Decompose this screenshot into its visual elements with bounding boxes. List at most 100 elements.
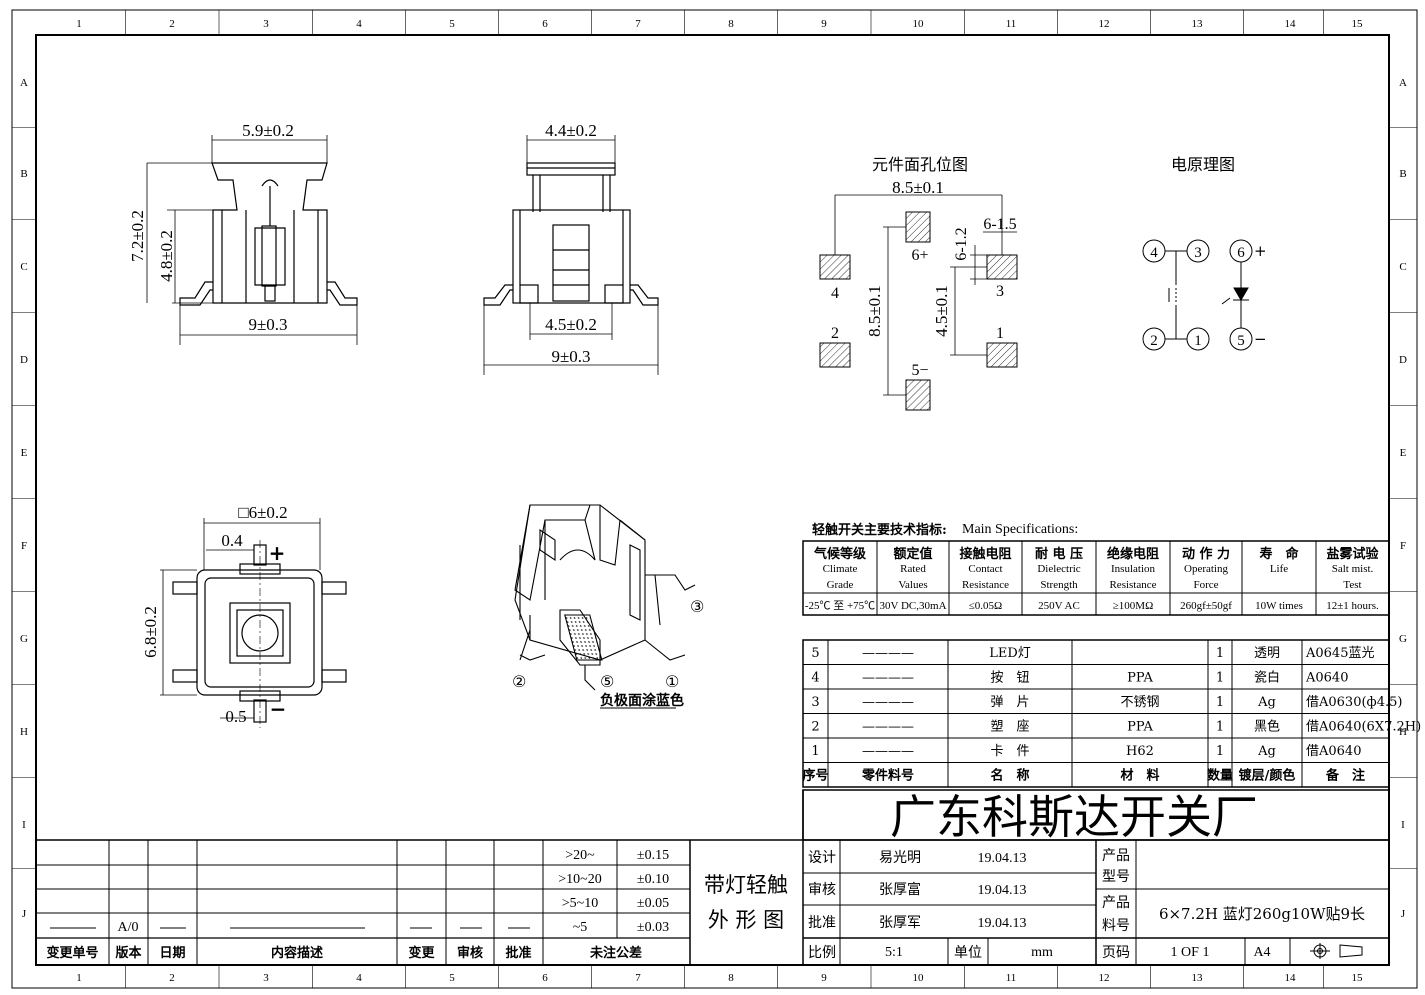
col-label: 4 <box>356 972 362 984</box>
top-height-dim: 6.8±0.2 <box>141 606 160 658</box>
bom-cell-plating: Ag <box>1257 695 1276 710</box>
bom-cell-qty: 1 <box>1216 671 1224 686</box>
circuit-plus: + <box>1254 242 1267 260</box>
top-pin-width2-dim: 0.5 <box>225 707 246 726</box>
bom-cell-qty: 1 <box>1216 744 1224 759</box>
pcb-pad-6: 6+ <box>911 247 928 264</box>
bom-cell-plating: 透明 <box>1254 646 1280 661</box>
col-label: 9 <box>821 18 827 30</box>
page-label: 页码 <box>1102 945 1130 961</box>
design-name: 易光明 <box>879 850 921 866</box>
col-label: 14 <box>1285 18 1297 30</box>
side-inner-dim: 4.5±0.2 <box>545 315 597 334</box>
model-label-2: 型号 <box>1102 869 1130 885</box>
approve-name: 张厚军 <box>879 915 921 931</box>
pcb-pad-2: 2 <box>831 325 839 342</box>
spec-header-en: Climate <box>823 563 858 575</box>
revision-block-lines <box>36 839 803 965</box>
bom-cell-qty: 1 <box>1216 720 1224 735</box>
pcb-layout <box>819 194 1018 411</box>
front-inner-height-dim: 4.8±0.2 <box>157 230 176 282</box>
side-width-dim: 4.4±0.2 <box>545 121 597 140</box>
bom-header-qty: 数量 <box>1207 768 1233 784</box>
front-base-dim: 9±0.3 <box>248 315 287 334</box>
pcb-pad-4: 4 <box>831 285 839 302</box>
iso-circle3: ③ <box>690 597 704 616</box>
bom-header-note: 备 注 <box>1325 768 1365 784</box>
drawing-title-2: 外 形 图 <box>708 908 784 932</box>
spec-header-cn: 动 作 力 <box>1182 546 1230 562</box>
top-view <box>160 518 347 728</box>
col-label: 4 <box>356 18 362 30</box>
pcb-dim-top: 8.5±0.1 <box>892 178 944 197</box>
col-label: 11 <box>1006 18 1017 30</box>
page-value: 1 OF 1 <box>1171 945 1210 960</box>
design-label: 设计 <box>808 850 836 866</box>
col-label: 10 <box>913 972 925 984</box>
spec-header-cn: 气候等级 <box>814 546 867 562</box>
spec-header-en2: Force <box>1193 579 1218 591</box>
bom-cell-no: 3 <box>811 695 819 710</box>
col-label: 7 <box>635 18 641 30</box>
pcb-dim-pad-h: 6-1.2 <box>953 227 970 260</box>
circuit-node-3: 3 <box>1194 245 1202 261</box>
bom-cell-name: LED灯 <box>989 646 1031 661</box>
tolerance-value: ±0.15 <box>637 848 669 863</box>
review-name: 张厚富 <box>879 881 921 898</box>
spec-header-en2: Values <box>898 579 927 591</box>
row-label: G <box>20 633 28 645</box>
bom-cell-no: 4 <box>811 671 819 686</box>
row-label: F <box>21 540 27 552</box>
col-label: 13 <box>1192 18 1204 30</box>
product-no: 6×7.2H 蓝灯260g10W贴9长 <box>1159 905 1365 923</box>
top-minus-sign: − <box>270 697 287 721</box>
spec-value: 260gf±50gf <box>1180 600 1232 612</box>
spec-header-en: Contact <box>968 563 1002 575</box>
specs-table: 气候等级ClimateGrade额定值RatedValues接触电阻Contac… <box>802 540 1390 616</box>
revision-header: 日期 <box>159 946 185 961</box>
spec-header-en: Salt mist. <box>1332 563 1374 575</box>
spec-value: 10W times <box>1255 600 1303 612</box>
pcb-pad-1: 1 <box>996 325 1004 342</box>
col-label: 3 <box>263 972 269 984</box>
spec-header-cn: 耐 电 压 <box>1035 546 1083 562</box>
row-label: C <box>1399 261 1406 273</box>
bom-cell-qty: 1 <box>1216 646 1224 661</box>
bom-cell-material: PPA <box>1127 671 1153 686</box>
specs-title: 轻触开关主要技术指标: <box>812 522 947 538</box>
col-label: 6 <box>542 18 548 30</box>
revision-header: 审核 <box>457 945 483 961</box>
tolerance-range: >5~10 <box>562 896 598 911</box>
spec-header-en: Operating <box>1184 563 1228 575</box>
row-label: E <box>1400 447 1407 459</box>
pcb-pad-5: 5− <box>911 362 928 379</box>
col-label: 12 <box>1099 18 1110 30</box>
bom-cell-name: 弹 片 <box>990 695 1029 710</box>
bom-cell-part: ———— <box>862 671 914 686</box>
spec-header-cn: 接触电阻 <box>959 546 1011 562</box>
bom-cell-note: A0640 <box>1305 671 1348 686</box>
bom-cell-no: 5 <box>811 646 819 661</box>
design-date: 19.04.13 <box>978 851 1027 866</box>
tolerance-range: ~5 <box>573 920 588 935</box>
col-label: 8 <box>728 972 734 984</box>
row-label: B <box>20 168 27 180</box>
tolerance-table: >20~±0.15>10~20±0.10>5~10±0.05~5±0.03未注公… <box>558 848 669 961</box>
row-label: A <box>20 77 28 89</box>
circuit-minus: − <box>1254 330 1267 348</box>
bom-cell-note: A0645蓝光 <box>1305 646 1374 661</box>
col-label: 11 <box>1006 972 1017 984</box>
bom-cell-part: ———— <box>862 695 914 710</box>
spec-value: 12±1 hours. <box>1326 600 1379 612</box>
bom-header-plating: 镀层/颜色 <box>1239 768 1296 784</box>
row-label: F <box>1400 540 1406 552</box>
company-name: 广东科斯达开关厂 <box>890 790 1258 844</box>
bom-cell-material: H62 <box>1126 744 1154 759</box>
top-square-dim: □6±0.2 <box>238 503 287 522</box>
bom-cell-note: 借A0640 <box>1306 744 1361 759</box>
outer-border <box>11 9 1418 989</box>
circuit-node-4: 4 <box>1150 245 1158 261</box>
